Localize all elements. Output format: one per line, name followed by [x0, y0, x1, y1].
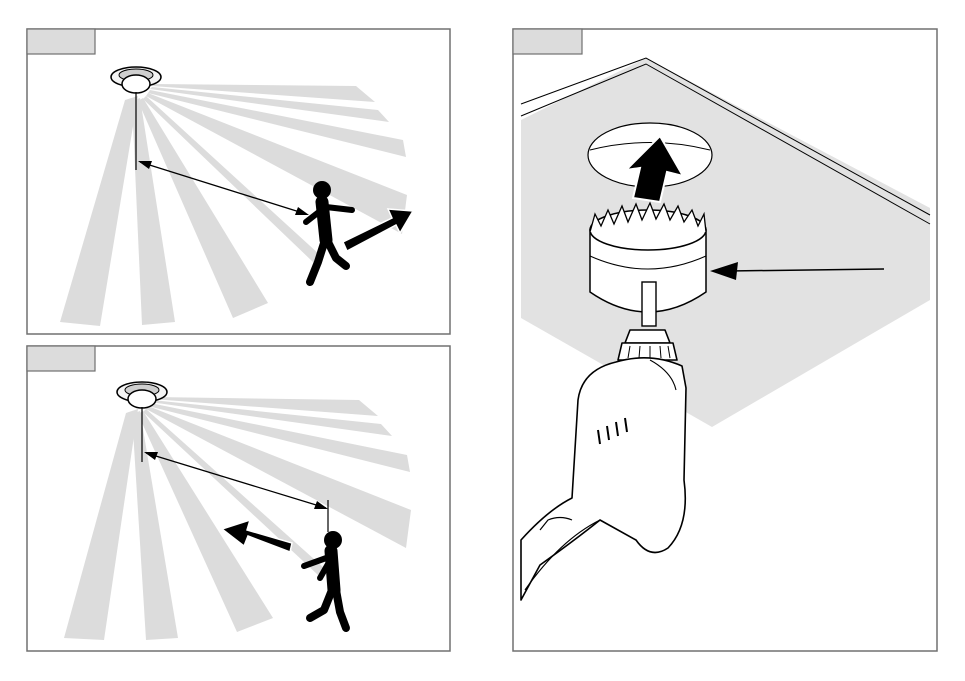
panel-tab — [27, 346, 95, 371]
panel-tangential-walk — [27, 29, 450, 334]
panel-tab — [27, 29, 95, 54]
panel-drill-ceiling — [513, 29, 937, 651]
panel-tab — [513, 29, 582, 54]
panel-radial-walk — [27, 346, 450, 651]
